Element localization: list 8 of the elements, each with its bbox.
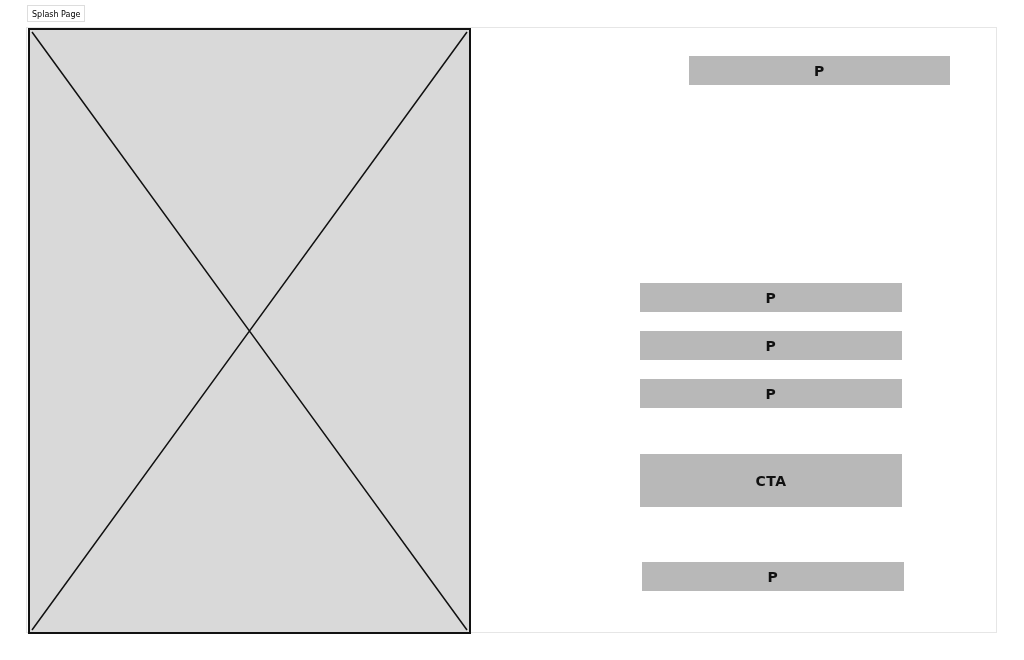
text-block: P xyxy=(642,562,904,591)
text-block: CTA xyxy=(640,454,902,507)
text-block: P xyxy=(640,331,902,360)
text-block: P xyxy=(689,56,950,85)
text-block: P xyxy=(640,379,902,408)
image-placeholder xyxy=(28,28,471,634)
text-block: P xyxy=(640,283,902,312)
page-title-tag: Splash Page xyxy=(27,5,86,22)
